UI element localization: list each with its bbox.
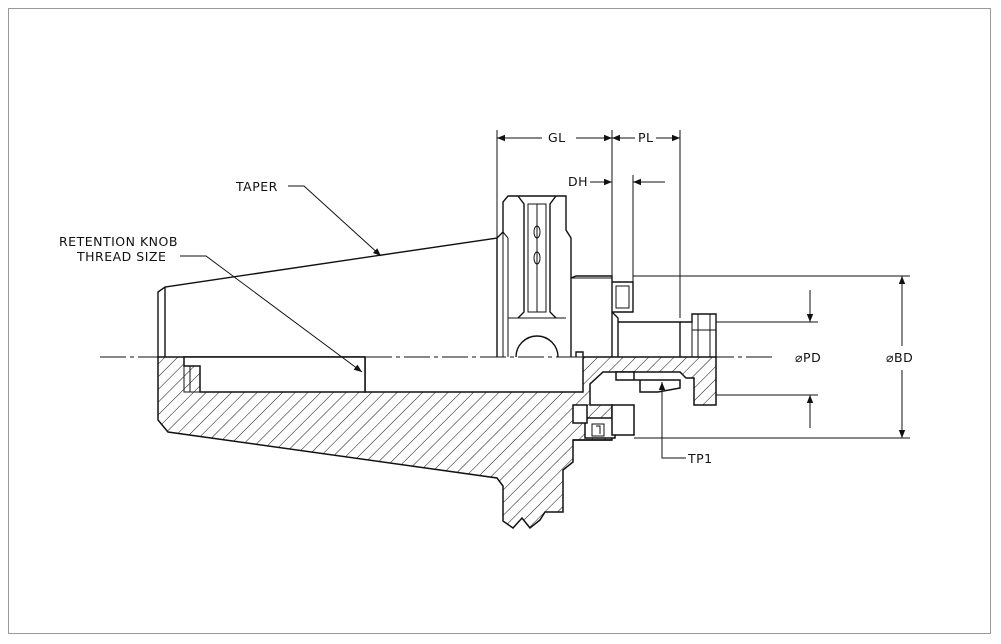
dim-pd: ⌀PD (716, 290, 821, 428)
dim-pl: PL (612, 130, 681, 318)
dh-label: DH (568, 174, 588, 189)
dim-gl: GL (496, 130, 613, 276)
leader-tp1: TP1 (658, 382, 713, 466)
leader-taper: TAPER (235, 179, 382, 257)
retention-label-line2: THREAD SIZE (76, 249, 166, 264)
lower-half-section (157, 356, 717, 530)
gl-label: GL (548, 130, 566, 145)
leader-retention-knob: RETENTION KNOB THREAD SIZE (59, 234, 363, 373)
drawing-frame (8, 8, 991, 634)
taper-label: TAPER (235, 179, 278, 194)
bd-label: ⌀BD (886, 350, 913, 365)
dim-dh: DH (568, 174, 665, 282)
pd-label: ⌀PD (795, 350, 821, 365)
pl-label: PL (638, 130, 654, 145)
tp1-label: TP1 (687, 451, 713, 466)
dim-bd: ⌀BD (633, 275, 913, 439)
retention-label-line1: RETENTION KNOB (59, 234, 178, 249)
upper-half-outline (157, 195, 717, 392)
